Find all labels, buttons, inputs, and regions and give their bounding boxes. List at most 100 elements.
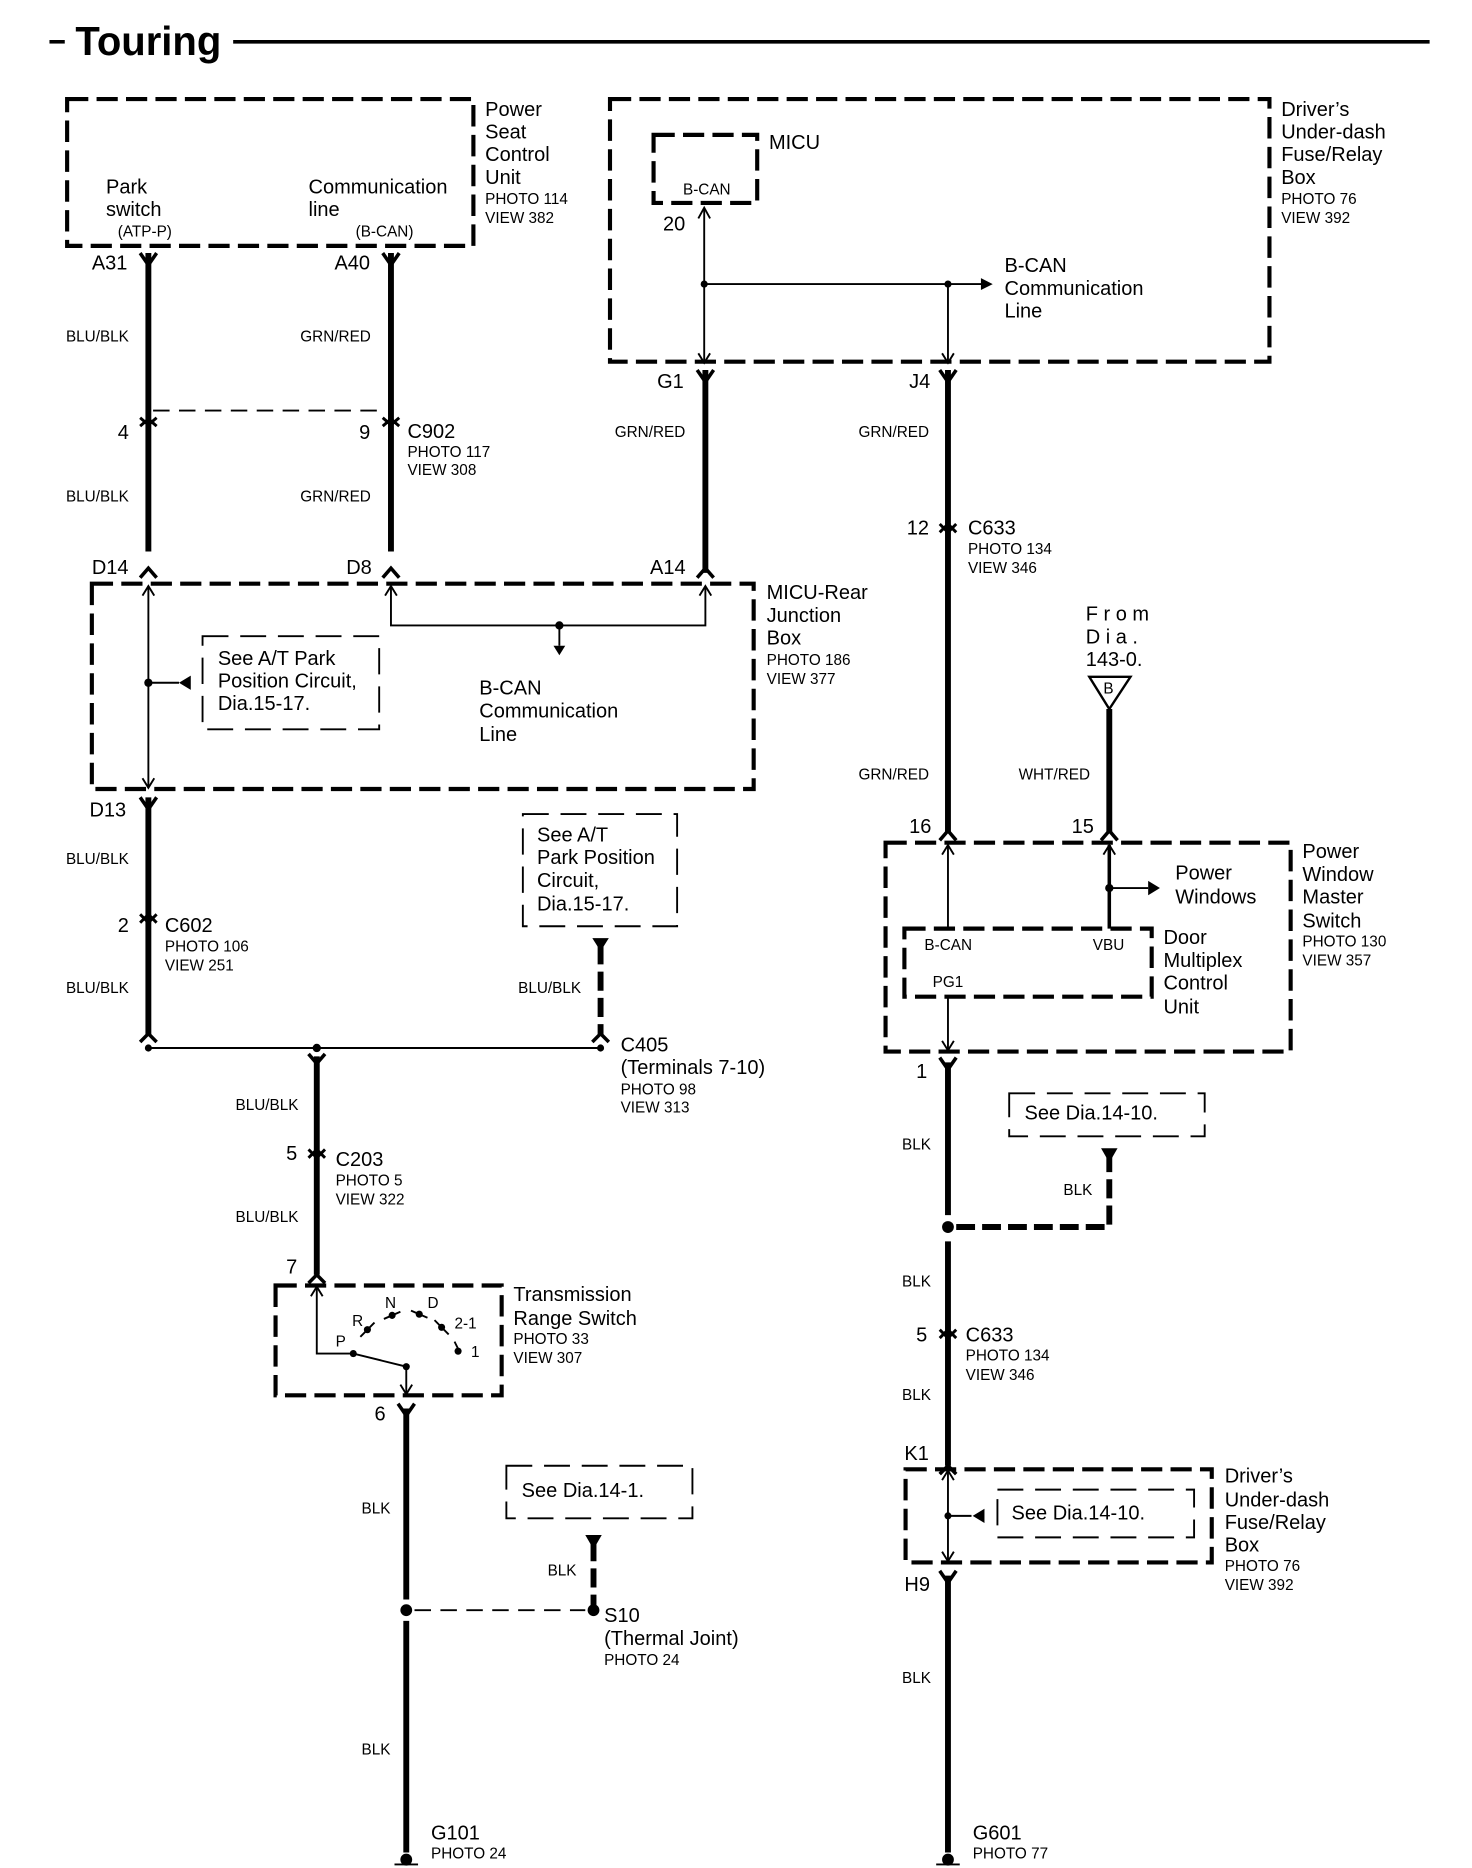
svg-text:VIEW 346: VIEW 346	[968, 560, 1037, 577]
svg-text:C405: C405	[621, 1034, 669, 1056]
see-at-park-ref[interactable]: See A/T Park Position Circuit, Dia.15-17…	[521, 813, 679, 928]
svg-text:GRN/RED: GRN/RED	[300, 488, 371, 505]
svg-text:PHOTO 5: PHOTO 5	[336, 1172, 403, 1189]
from-dia-143-0[interactable]: F r o m D i a . 143-0. B	[1086, 604, 1149, 712]
power-window-master-switch[interactable]: Power Window Master Switch PHOTO 130 VIE…	[883, 840, 1387, 1054]
connector-c902[interactable]: C902 PHOTO 117 VIEW 308	[407, 421, 490, 479]
svg-text:PHOTO 106: PHOTO 106	[165, 938, 249, 955]
drivers-fuse-relay-box-top[interactable]: Driver’s Under-dash Fuse/Relay Box PHOTO…	[607, 96, 1386, 365]
svg-text:5: 5	[916, 1325, 927, 1347]
svg-text:Unit: Unit	[1163, 996, 1199, 1018]
svg-text:D: D	[427, 1295, 438, 1312]
see-dia-14-10-ref-a[interactable]: See Dia.14-10.	[1008, 1092, 1206, 1138]
svg-text:G101: G101	[431, 1822, 480, 1844]
wire-blu-blk-a31[interactable]: A31 BLU/BLK 4 BLU/BLK D14	[66, 252, 159, 580]
door-multiplex-control-unit[interactable]	[902, 926, 1154, 999]
svg-text:Park Position: Park Position	[537, 847, 655, 869]
svg-text:BLU/BLK: BLU/BLK	[236, 1209, 300, 1226]
wire-blu-blk-c203[interactable]: BLU/BLK 5 BLU/BLK 7	[236, 1052, 327, 1285]
wire-blk-g101[interactable]: 6 BLK BLK	[362, 1402, 416, 1853]
see-dia-14-10-ref-b[interactable]	[996, 1488, 1196, 1539]
svg-text:D8: D8	[346, 557, 372, 579]
svg-text:D14: D14	[92, 557, 129, 579]
drivers-fuse-relay-box-bottom[interactable]: Driver’s Under-dash Fuse/Relay Box PHOTO…	[903, 1465, 1330, 1594]
svg-text:G601: G601	[973, 1822, 1022, 1844]
svg-text:Line: Line	[479, 724, 517, 746]
svg-text:Power: Power	[1302, 841, 1359, 863]
svg-text:See Dia.14-10.: See Dia.14-10.	[1012, 1502, 1145, 1524]
svg-text:BLK: BLK	[902, 1136, 932, 1153]
svg-text:MICU: MICU	[769, 132, 820, 154]
svg-text:D i a .: D i a .	[1086, 626, 1138, 648]
wire-blk-s10[interactable]: BLK	[414, 1534, 602, 1617]
power-seat-control-unit[interactable]: Power Seat Control Unit PHOTO 114 VIEW 3…	[65, 96, 568, 248]
section-title: Touring	[75, 19, 221, 64]
svg-text:9: 9	[359, 422, 370, 444]
svg-text:B-CAN: B-CAN	[479, 678, 541, 700]
connector-c633-lower[interactable]: C633 PHOTO 134 VIEW 346	[966, 1325, 1050, 1384]
svg-text:G1: G1	[657, 371, 684, 393]
micu-rear-junction-box[interactable]: MICU-Rear Junction Box PHOTO 186 VIEW 37…	[89, 581, 868, 792]
connector-c203[interactable]: C203 PHOTO 5 VIEW 322	[336, 1149, 405, 1208]
connector-c602[interactable]: C602 PHOTO 106 VIEW 251	[165, 915, 249, 974]
svg-text:Box: Box	[1225, 1535, 1259, 1557]
svg-text:Fuse/Relay: Fuse/Relay	[1281, 144, 1383, 166]
svg-text:See Dia.14-1.: See Dia.14-1.	[522, 1480, 644, 1502]
svg-text:BLK: BLK	[902, 1274, 932, 1291]
svg-text:PHOTO 134: PHOTO 134	[966, 1348, 1050, 1365]
svg-text:See A/T: See A/T	[537, 824, 608, 846]
svg-text:BLU/BLK: BLU/BLK	[66, 328, 130, 345]
wire-grn-red-g1[interactable]: G1 GRN/RED A14	[615, 368, 716, 579]
svg-text:(ATP-P): (ATP-P)	[118, 223, 172, 240]
svg-text:BLK: BLK	[548, 1562, 578, 1579]
svg-text:Master: Master	[1302, 886, 1363, 908]
svg-text:2-1: 2-1	[455, 1315, 477, 1332]
transmission-range-switch[interactable]: Transmission Range Switch PHOTO 33 VIEW …	[273, 1283, 637, 1398]
wire-blk-pin1[interactable]: 1 BLK BLK BLK 5 BLK K1	[902, 1056, 1118, 1476]
svg-text:BLK: BLK	[362, 1742, 392, 1759]
svg-text:20: 20	[663, 213, 685, 235]
svg-text:2: 2	[118, 915, 129, 937]
ground-icon	[394, 1853, 419, 1866]
svg-text:VIEW 377: VIEW 377	[767, 671, 836, 688]
see-at-park-ref-inner[interactable]	[201, 635, 381, 731]
svg-text:VIEW 346: VIEW 346	[966, 1367, 1035, 1384]
connector-c633-upper[interactable]: C633 PHOTO 134 VIEW 346	[968, 518, 1052, 577]
wire-blu-blk-c405[interactable]: BLU/BLK	[518, 938, 611, 1044]
wire-grn-red-j4[interactable]: J4 GRN/RED 12 GRN/RED 16	[858, 368, 958, 842]
svg-text:PHOTO 24: PHOTO 24	[431, 1845, 507, 1862]
svg-text:Control: Control	[485, 144, 549, 166]
svg-text:See A/T Park: See A/T Park	[218, 648, 336, 670]
svg-text:6: 6	[374, 1403, 385, 1425]
connector-c405[interactable]: C405 (Terminals 7-10) PHOTO 98 VIEW 313	[621, 1034, 766, 1116]
svg-text:(Thermal Joint): (Thermal Joint)	[604, 1628, 739, 1650]
wire-blk-g601[interactable]: H9 BLK	[902, 1569, 958, 1853]
svg-text:Line: Line	[1004, 300, 1042, 322]
wire-blu-blk-d13[interactable]: D13 BLU/BLK 2 BLU/BLK	[66, 796, 159, 1044]
svg-text:PHOTO 76: PHOTO 76	[1281, 191, 1356, 208]
svg-text:MICU-Rear: MICU-Rear	[767, 582, 868, 604]
wire-grn-red-a40[interactable]: A40 GRN/RED 9 GRN/RED D8	[300, 252, 401, 580]
svg-text:Window: Window	[1302, 864, 1374, 886]
svg-text:Transmission: Transmission	[513, 1284, 631, 1306]
svg-text:VIEW 382: VIEW 382	[485, 210, 554, 227]
svg-text:Switch: Switch	[1302, 910, 1361, 932]
splice-s10[interactable]: S10 (Thermal Joint) PHOTO 24	[604, 1605, 739, 1669]
svg-text:PHOTO 24: PHOTO 24	[604, 1652, 680, 1669]
svg-text:C633: C633	[968, 518, 1016, 540]
svg-text:C902: C902	[407, 421, 455, 443]
svg-text:line: line	[309, 199, 340, 221]
svg-text:C602: C602	[165, 915, 213, 937]
svg-text:Unit: Unit	[485, 167, 521, 189]
ground-g601[interactable]: G601 PHOTO 77	[936, 1822, 1048, 1868]
svg-text:Range Switch: Range Switch	[513, 1308, 636, 1330]
see-dia-14-1-ref[interactable]: See Dia.14-1.	[505, 1464, 694, 1520]
svg-text:PHOTO 134: PHOTO 134	[968, 541, 1052, 558]
wire-wht-red-15[interactable]: WHT/RED 15	[1019, 709, 1119, 842]
ground-g101[interactable]: G101 PHOTO 24	[394, 1822, 507, 1868]
svg-text:Windows: Windows	[1175, 886, 1256, 908]
micu-box[interactable]	[651, 132, 760, 206]
svg-text:D13: D13	[89, 799, 126, 821]
svg-text:7: 7	[286, 1256, 297, 1278]
svg-text:BLU/BLK: BLU/BLK	[66, 980, 130, 997]
